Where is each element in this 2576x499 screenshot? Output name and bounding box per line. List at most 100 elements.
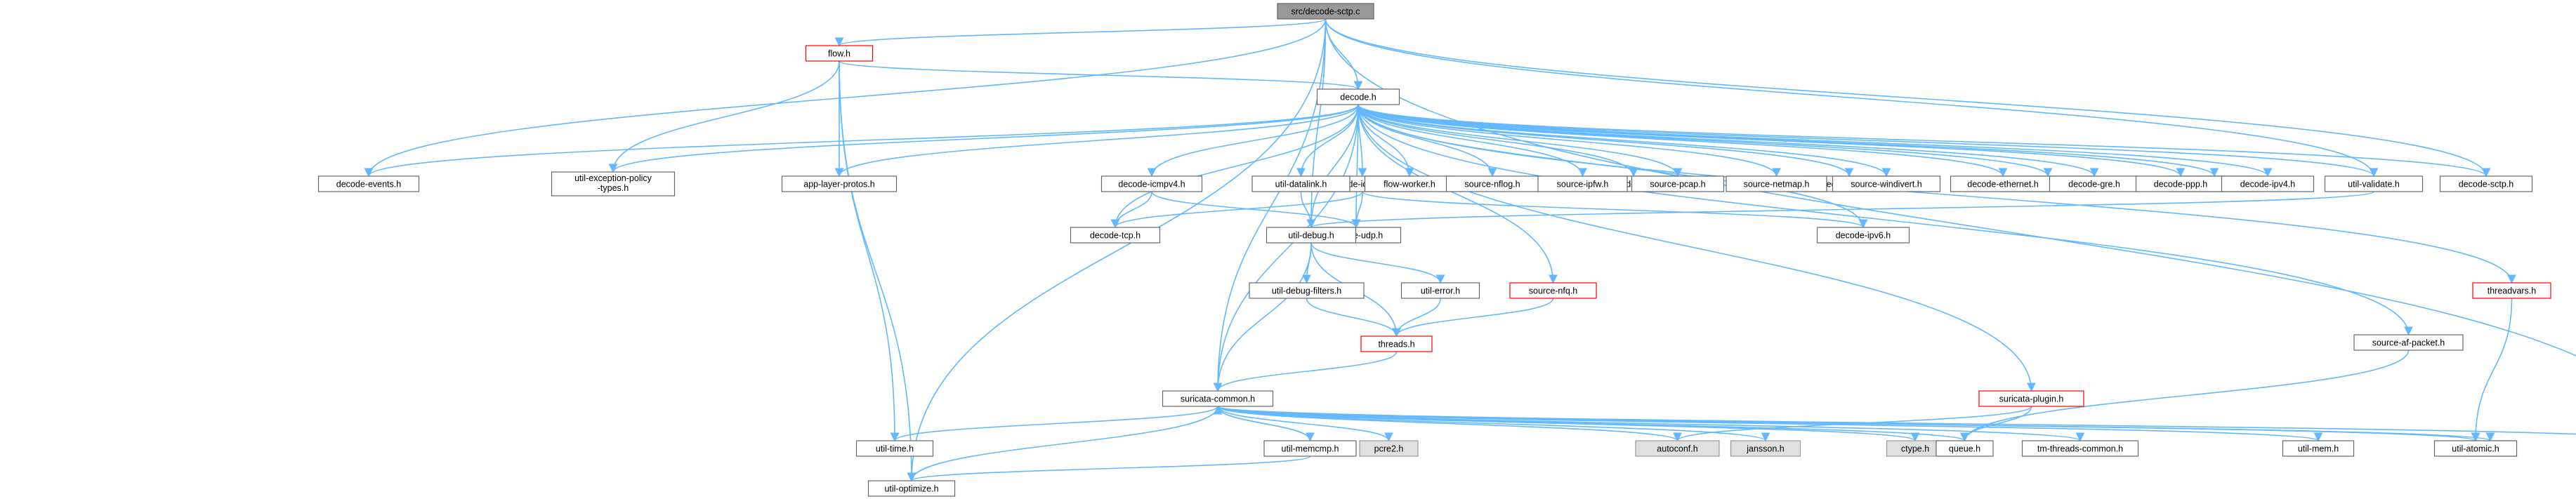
node-flow-worker-h[interactable]: flow-worker.h <box>1364 175 1455 192</box>
node-suricata-common-h[interactable]: suricata-common.h <box>1162 390 1274 407</box>
node-box <box>1730 440 1801 457</box>
node-decode-ppp-h[interactable]: decode-ppp.h <box>2135 175 2226 192</box>
node-label: decode-sctp.h <box>2459 180 2514 189</box>
node-util-atomic-h[interactable]: util-atomic.h <box>2433 440 2518 457</box>
node-label: jansson.h <box>1746 444 1785 454</box>
edge-util-debug-h-to-suricata-common-h <box>1213 242 1312 392</box>
node-decode-sctp-c[interactable]: src/decode-sctp.c <box>1277 3 1374 20</box>
node-tm-threads-common-h[interactable]: tm-threads-common.h <box>2021 440 2139 457</box>
node-source-windivert-h[interactable]: source-windivert.h <box>1832 175 1941 192</box>
node-decode-events-h[interactable]: decode-events.h <box>317 175 420 192</box>
edge-util-memcmp-h-to-suricata-common-h <box>1213 405 1311 441</box>
node-box <box>1316 88 1400 105</box>
node-queue-h[interactable]: queue.h <box>1936 440 1994 457</box>
edge-decode-sctp-c-to-util-unittest-h <box>1325 18 2576 357</box>
node-label: source-af-packet.h <box>2372 338 2445 348</box>
edge-decode-h-to-source-windivert-h <box>1358 104 1891 178</box>
node-label: source-nfq.h <box>1529 286 1578 296</box>
node-decode-icmpv4-h[interactable]: decode-icmpv4.h <box>1100 175 1203 192</box>
node-box <box>1537 175 1628 192</box>
node-threadvars-h[interactable]: threadvars.h <box>2472 282 2551 299</box>
edge-decode-h-to-decode-gre-h <box>1358 104 2099 178</box>
node-box <box>2221 175 2315 192</box>
node-source-ipfw-h[interactable]: source-ipfw.h <box>1537 175 1628 192</box>
node-source-netmap-h[interactable]: source-netmap.h <box>1726 175 1827 192</box>
node-label: util-exception-policy <box>574 173 652 183</box>
node-box <box>1360 335 1433 352</box>
node-decode-h[interactable]: decode.h <box>1316 88 1400 105</box>
edge-decode-icmpv6-h-to-decode-ipv6-h <box>1362 191 1868 229</box>
node-box <box>2353 334 2464 351</box>
node-util-debug-h[interactable]: util-debug.h <box>1266 227 1357 244</box>
edge-flow-h-to-util-optimize-h <box>839 60 916 482</box>
node-label: util-time.h <box>876 444 914 454</box>
node-suricata-plugin-h[interactable]: suricata-plugin.h <box>1978 390 2084 407</box>
node-label: decode-ipv6.h <box>1836 231 1891 241</box>
node-pcre2-h[interactable]: pcre2.h <box>1359 440 1419 457</box>
node-util-memcmp-h[interactable]: util-memcmp.h <box>1263 440 1357 457</box>
node-box <box>1251 175 1351 192</box>
edge-util-debug-filters-h-to-threads-h <box>1306 298 1401 338</box>
edge-flow-h-to-decode-h <box>839 60 1362 91</box>
node-util-exception-policy-types-h[interactable]: util-exception-policy-types.h <box>551 171 676 197</box>
node-util-mem-h[interactable]: util-mem.h <box>2282 440 2355 457</box>
edge-decode-h-to-source-af-packet-h <box>1358 104 2413 336</box>
edge-suricata-common-h-to-queue-h <box>1217 406 1969 442</box>
node-box <box>1400 282 1480 299</box>
node-util-datalink-h[interactable]: util-datalink.h <box>1251 175 1351 192</box>
node-box <box>1263 440 1357 457</box>
node-flow-h[interactable]: flow.h <box>805 45 874 62</box>
node-decode-ethernet-h[interactable]: decode-ethernet.h <box>1950 175 2056 192</box>
edge-decode-h-to-decode-udp-h <box>1351 104 1361 229</box>
node-box <box>1816 227 1910 244</box>
edge-decode-h-to-util-validate-h <box>1358 104 2379 178</box>
node-source-af-packet-h[interactable]: source-af-packet.h <box>2353 334 2464 351</box>
edge-decode-sctp-c-to-util-optimize-h <box>907 18 1327 482</box>
node-source-nflog-h[interactable]: source-nflog.h <box>1445 175 1539 192</box>
edge-suricata-common-h-to-autoconf-h <box>1217 406 1682 442</box>
node-util-validate-h[interactable]: util-validate.h <box>2324 175 2424 192</box>
edge-decode-h-to-decode-mpls-h <box>1358 104 2053 178</box>
node-decode-gre-h[interactable]: decode-gre.h <box>2049 175 2140 192</box>
node-util-optimize-h[interactable]: util-optimize.h <box>867 480 956 497</box>
node-label: threads.h <box>1378 340 1414 350</box>
node-ctype-h[interactable]: ctype.h <box>1886 440 1945 457</box>
edge-threadvars-h-to-util-atomic-h <box>2471 298 2513 442</box>
node-box <box>1266 227 1357 244</box>
node-label: source-netmap.h <box>1744 180 1810 189</box>
node-label: decode-events.h <box>336 180 401 189</box>
edge-decode-h-to-decode-ppp-h <box>1358 104 2186 178</box>
node-util-debug-filters-h[interactable]: util-debug-filters.h <box>1249 282 1365 299</box>
node-label: util-memcmp.h <box>1282 444 1339 454</box>
node-decode-sctp-h[interactable]: decode-sctp.h <box>2439 175 2533 192</box>
node-threads-h[interactable]: threads.h <box>1360 335 1433 352</box>
node-box <box>1726 175 1827 192</box>
node-decode-tcp-h[interactable]: decode-tcp.h <box>1070 227 1161 244</box>
edge-decode-h-to-decode-ipv4-h <box>1358 104 2273 178</box>
node-box <box>2324 175 2424 192</box>
node-decode-ipv6-h[interactable]: decode-ipv6.h <box>1816 227 1910 244</box>
node-jansson-h[interactable]: jansson.h <box>1730 440 1801 457</box>
edge-suricata-common-h-to-util-atomic-h <box>1217 406 2480 442</box>
node-label: util-debug-filters.h <box>1272 286 1341 296</box>
node-source-nfq-h[interactable]: source-nfq.h <box>1509 282 1597 299</box>
node-label: source-nflog.h <box>1464 180 1520 189</box>
edge-flow-h-to-util-exception-policy-types-h <box>608 60 840 173</box>
node-box <box>2439 175 2533 192</box>
node-app-layer-protos-h[interactable]: app-layer-protos.h <box>781 175 898 192</box>
node-autoconf-h[interactable]: autoconf.h <box>1635 440 1720 457</box>
node-label: decode-ipv4.h <box>2240 180 2296 189</box>
edge-suricata-common-h-to-util-optimize-h <box>907 406 1218 482</box>
node-decode-ipv4-h[interactable]: decode-ipv4.h <box>2221 175 2315 192</box>
node-util-error-h[interactable]: util-error.h <box>1400 282 1480 299</box>
node-label: suricata-common.h <box>1181 394 1255 404</box>
node-util-time-h[interactable]: util-time.h <box>855 440 934 457</box>
edge-decode-h-to-suricata-plugin-h <box>1358 104 2036 392</box>
edge-decode-sctp-c-to-decode-h <box>1325 18 1363 91</box>
edge-decode-h-to-suricata-common-h <box>1213 104 1359 392</box>
node-source-pcap-h[interactable]: source-pcap.h <box>1631 175 1725 192</box>
node-box <box>1359 440 1419 457</box>
node-box <box>1162 390 1274 407</box>
edge-decode-sctp-c-to-util-validate-h <box>1325 18 2379 178</box>
edge-decode-h-to-decode-events-h <box>364 104 1359 178</box>
